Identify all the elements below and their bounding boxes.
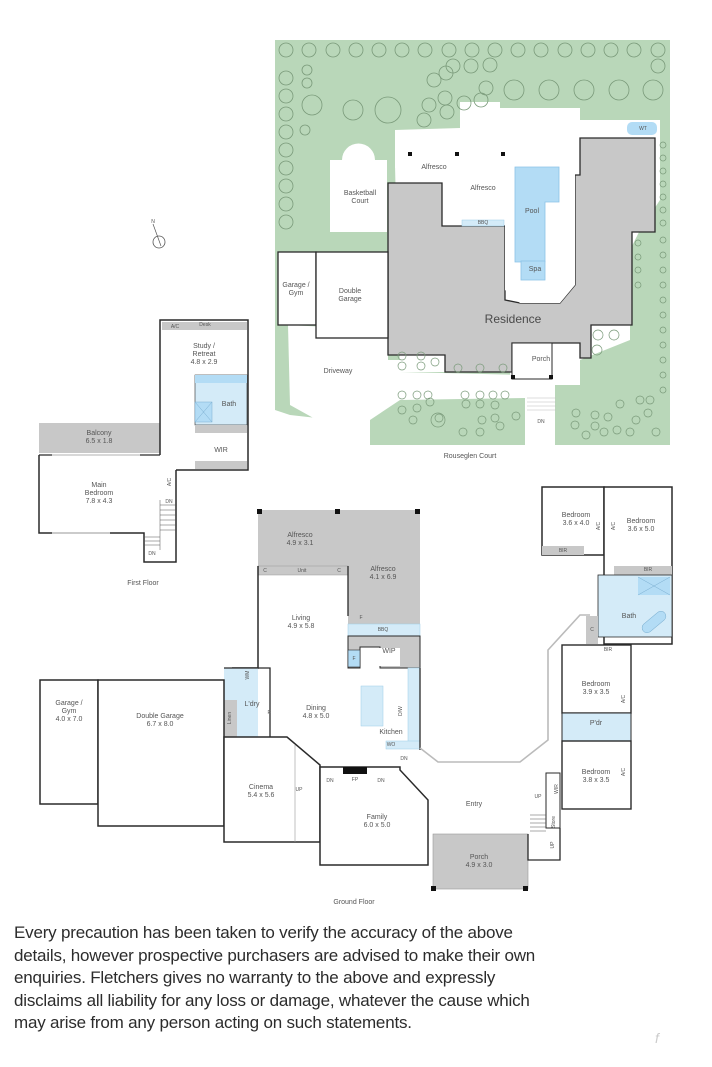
brand-watermark-icon: f (655, 1030, 659, 1046)
gf-room-powder: P'dr (589, 720, 603, 727)
gf-label-fridge-alfresco: F (359, 615, 363, 621)
ff-room-wir: WIR (214, 447, 228, 454)
site-label-alfresco-1: Alfresco (421, 164, 447, 171)
gf-label-cupboard-2: C (337, 568, 341, 574)
gf-label-up-cinema: UP (295, 787, 303, 793)
gf-label-cupboard-3: C (590, 627, 594, 633)
ff-room-bath: Bath (221, 401, 237, 408)
gf-label-ac-3: A/C (621, 694, 627, 704)
compass-north-label: N (151, 219, 155, 225)
gf-label-fridge-laundry: F (267, 710, 271, 716)
disclaimer-text: Every precaution has been taken to verif… (14, 923, 536, 1032)
site-label-water-tank: WT (639, 126, 647, 132)
site-label-residence: Residence (484, 312, 542, 326)
ff-label-dn-2: DN (148, 551, 156, 557)
gf-label-ac-2: A/C (611, 521, 617, 531)
street-name: Rouseglen Court (443, 453, 497, 460)
site-label-bbq: BBQ (477, 220, 489, 226)
gf-label-dn-1: DN (326, 778, 334, 784)
gf-label-wall-oven: WO (386, 742, 396, 748)
gf-label-dishwasher: D/W (398, 706, 404, 716)
gf-label-bir-1: BIR (558, 548, 568, 554)
site-label-pool: Pool (524, 208, 540, 215)
gf-label-bir-2: BIR (643, 567, 653, 573)
gf-room-wip: WIP (382, 648, 396, 655)
gf-label-ac-1: A/C (596, 521, 602, 531)
site-label-porch: Porch (531, 356, 551, 363)
gf-label-linen: Linen (227, 711, 233, 725)
gf-label-cupboard-1: C (263, 568, 267, 574)
gf-label-bbq: BBQ (377, 627, 389, 633)
site-label-spa: Spa (528, 266, 542, 273)
first-floor-caption: First Floor (127, 580, 159, 587)
ground-floor-caption: Ground Floor (333, 899, 375, 906)
ff-label-dn-1: DN (165, 499, 173, 505)
gf-label-fireplace: FP (351, 777, 359, 783)
gf-room-kitchen: Kitchen (379, 729, 403, 736)
site-label-driveway: Driveway (323, 368, 353, 375)
gf-label-up-2: UP (550, 841, 556, 849)
site-label-alfresco-2: Alfresco (470, 185, 496, 192)
gf-label-fridge: F (352, 656, 356, 662)
gf-label-washing-machine: WM (245, 670, 251, 680)
gf-label-ac-4: A/C (621, 767, 627, 777)
site-label-stairs-dn: DN (537, 419, 545, 425)
gf-label-bir-3: BIR (603, 647, 613, 653)
compass: N (148, 218, 172, 250)
gf-room-wir: WIR (554, 784, 560, 794)
gf-room-entry: Entry (465, 801, 483, 808)
gf-room-store: Store (551, 816, 557, 828)
gf-room-laundry: L'dry (244, 701, 260, 708)
gf-room-bath: Bath (621, 613, 637, 620)
ff-label-ac: A/C (170, 324, 180, 330)
north-arrow-icon (152, 223, 166, 249)
site-label-garage-gym: Garage /Gym (282, 282, 310, 297)
gf-label-up-1: UP (534, 794, 542, 800)
gf-label-dn-3: DN (400, 756, 408, 762)
gf-label-unit: Unit (297, 568, 307, 574)
ff-label-desk: Desk (199, 322, 211, 328)
gf-label-dn-2: DN (377, 778, 385, 784)
